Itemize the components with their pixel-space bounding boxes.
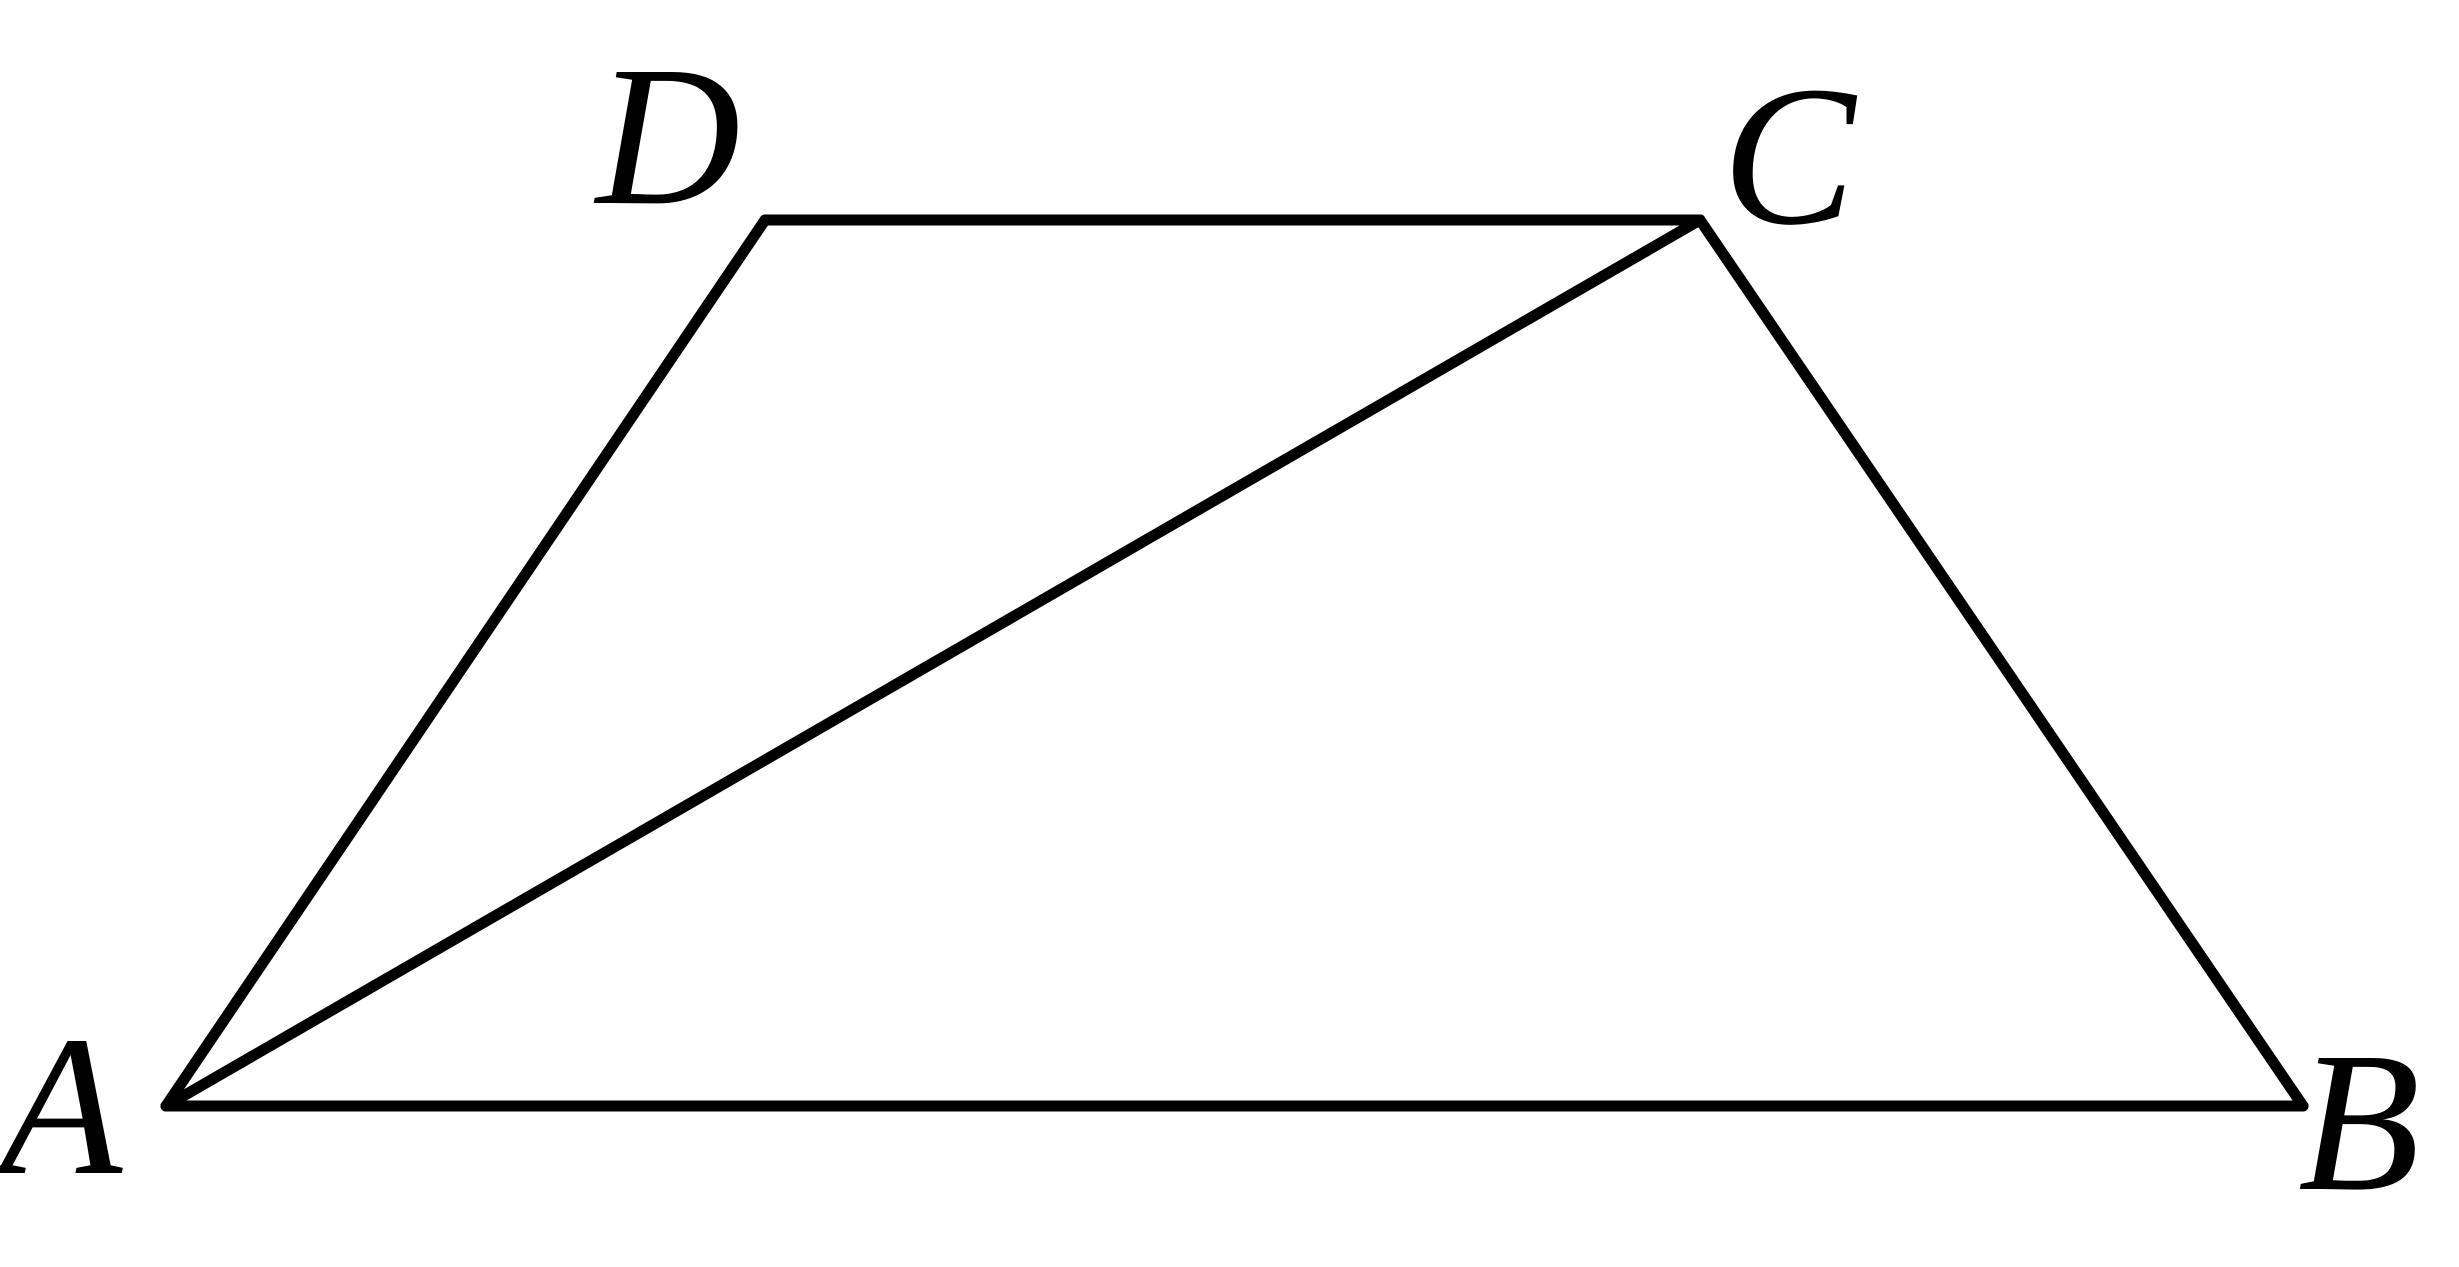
edge-da <box>160 214 771 1112</box>
edge-bc <box>1694 214 2309 1112</box>
vertex-label-a: A <box>0 996 123 1217</box>
vertex-label-b: B <box>2298 1012 2420 1233</box>
diagonal-ac <box>160 214 1706 1112</box>
vertex-label-d: D <box>593 26 740 247</box>
vertex-label-c: C <box>1722 46 1858 267</box>
